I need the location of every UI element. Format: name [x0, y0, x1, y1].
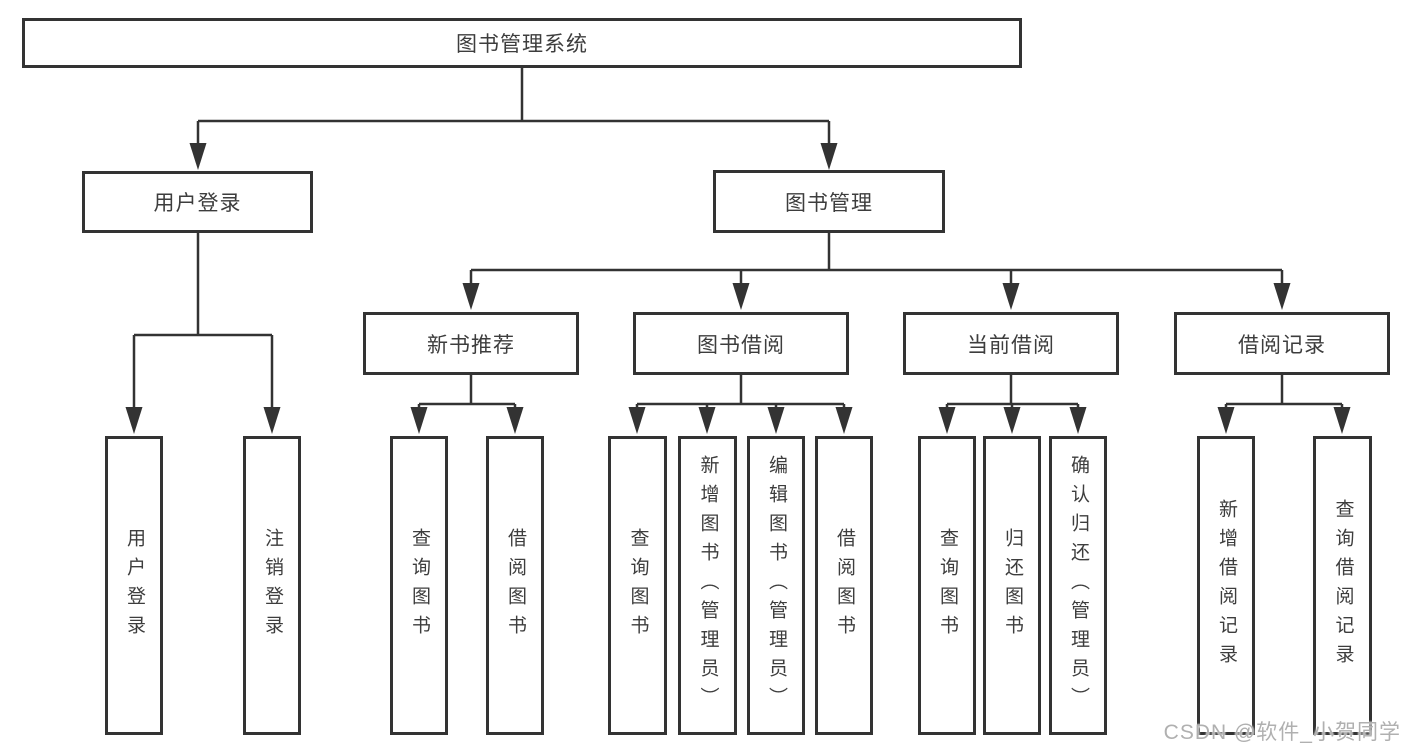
node-leaf-borrow-books-borrowing: 借阅图书	[815, 436, 873, 735]
arrow-down-icon	[1002, 283, 1020, 310]
node-label: 查询借阅记录	[1332, 498, 1354, 673]
connector-current-borrowing	[945, 375, 1080, 409]
arrowheads	[125, 143, 1351, 434]
node-leaf-borrow-books-recommend: 借阅图书	[486, 436, 544, 735]
node-label: 编辑图书（管理员）	[765, 455, 787, 716]
node-leaf-edit-book-admin: 编辑图书（管理员）	[747, 436, 805, 735]
node-book-borrowing: 图书借阅	[633, 312, 849, 375]
arrow-down-icon	[263, 407, 281, 434]
node-current-borrowing: 当前借阅	[903, 312, 1119, 375]
node-leaf-query-books-borrowing: 查询图书	[608, 436, 667, 735]
node-label: 确认归还（管理员）	[1067, 455, 1089, 716]
node-book-management: 图书管理	[713, 170, 945, 233]
node-label: 新增图书（管理员）	[697, 455, 719, 716]
node-label: 用户登录	[153, 192, 242, 215]
node-leaf-user-login: 用户登录	[105, 436, 163, 735]
node-label: 用户登录	[123, 527, 145, 644]
node-label: 归还图书	[1001, 527, 1023, 644]
node-leaf-query-borrow-record: 查询借阅记录	[1313, 436, 1372, 735]
connector-book-management	[469, 233, 1284, 285]
node-label: 借阅图书	[833, 527, 855, 644]
node-leaf-add-book-admin: 新增图书（管理员）	[678, 436, 737, 735]
node-label: 图书管理	[785, 191, 873, 215]
arrow-down-icon	[1273, 283, 1291, 310]
arrow-down-icon	[732, 283, 750, 310]
connector-user-login	[132, 233, 274, 409]
node-leaf-confirm-return-admin: 确认归还（管理员）	[1049, 436, 1107, 735]
node-label: 借阅记录	[1238, 333, 1326, 357]
node-label: 注销登录	[261, 527, 283, 644]
connector-book-borrowing	[635, 375, 846, 409]
arrow-down-icon	[410, 407, 428, 434]
node-label: 查询图书	[936, 527, 958, 644]
arrow-down-icon	[1217, 407, 1235, 434]
node-library-management-system: 图书管理系统	[22, 18, 1022, 68]
node-leaf-query-books-recommend: 查询图书	[390, 436, 448, 735]
node-borrowing-records: 借阅记录	[1174, 312, 1390, 375]
node-user-login: 用户登录	[82, 171, 313, 233]
node-label: 图书借阅	[697, 333, 785, 357]
arrow-down-icon	[189, 143, 207, 170]
arrow-down-icon	[767, 407, 785, 434]
arrow-down-icon	[462, 283, 480, 310]
arrow-down-icon	[698, 407, 716, 434]
node-leaf-query-books-current: 查询图书	[918, 436, 976, 735]
node-new-book-recommend: 新书推荐	[363, 312, 579, 375]
node-leaf-add-borrow-record: 新增借阅记录	[1197, 436, 1255, 735]
arrow-down-icon	[506, 407, 524, 434]
csdn-watermark: CSDN @软件_小贺同学	[1163, 721, 1401, 744]
node-leaf-return-books: 归还图书	[983, 436, 1041, 735]
arrow-down-icon	[628, 407, 646, 434]
node-label: 借阅图书	[504, 527, 526, 644]
node-label: 新书推荐	[427, 333, 515, 357]
arrow-down-icon	[1003, 407, 1021, 434]
arrow-down-icon	[1333, 407, 1351, 434]
node-label: 新增借阅记录	[1215, 498, 1237, 673]
node-label: 图书管理系统	[456, 33, 588, 56]
node-label: 当前借阅	[967, 333, 1055, 357]
arrow-down-icon	[820, 143, 838, 170]
node-leaf-logout: 注销登录	[243, 436, 301, 735]
connector-borrowing-records	[1224, 375, 1344, 409]
connector-new-book-recommend	[417, 375, 517, 409]
arrow-down-icon	[938, 407, 956, 434]
node-label: 查询图书	[408, 527, 430, 644]
connector-root	[196, 68, 831, 145]
arrow-down-icon	[125, 407, 143, 434]
node-label: 查询图书	[627, 527, 649, 644]
arrow-down-icon	[835, 407, 853, 434]
arrow-down-icon	[1069, 407, 1087, 434]
